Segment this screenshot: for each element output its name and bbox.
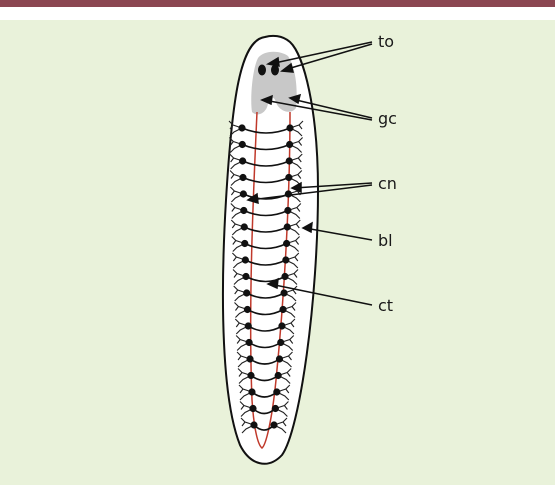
ganglion-left [248,388,255,395]
ganglion-right [282,256,289,263]
ganglion-right [276,355,283,362]
ganglion-right [280,289,287,296]
label-ct: ct [378,296,393,315]
ganglion-right [286,124,293,131]
label-gc: gc [378,109,397,128]
ganglion-right [279,306,286,313]
ganglion-left [245,322,252,329]
ganglion-left [239,174,246,181]
ganglion-right [283,240,290,247]
ganglion-right [284,207,291,214]
ganglion-right [285,190,292,197]
ganglion-right [275,372,282,379]
eyespot-left [258,65,266,76]
ganglion-left [247,372,254,379]
label-to: to [378,32,394,51]
ganglion-left [244,306,251,313]
ganglion-left [249,405,256,412]
ganglion-left [240,190,247,197]
ganglion-left [240,207,247,214]
ganglion-left [243,289,250,296]
label-cn: cn [378,174,397,193]
ganglion-right [273,388,280,395]
ganglion-left [246,339,253,346]
ganglion-left [239,157,246,164]
ganglion-right [277,339,284,346]
ganglion-right [284,223,291,230]
ganglion-left [246,355,253,362]
ganglion-left [242,273,249,280]
ganglion-right [286,141,293,148]
ganglion-left [238,124,245,131]
ganglion-left [242,256,249,263]
ganglion-right [272,405,279,412]
ganglion-left [250,421,257,428]
ganglion-left [239,141,246,148]
ganglion-right [286,157,293,164]
ganglion-left [241,240,248,247]
ganglion-right [285,174,292,181]
ganglion-left [241,223,248,230]
ganglion-right [281,273,288,280]
ganglion-right [270,421,277,428]
ganglion-right [278,322,285,329]
label-bl: bl [378,231,393,250]
